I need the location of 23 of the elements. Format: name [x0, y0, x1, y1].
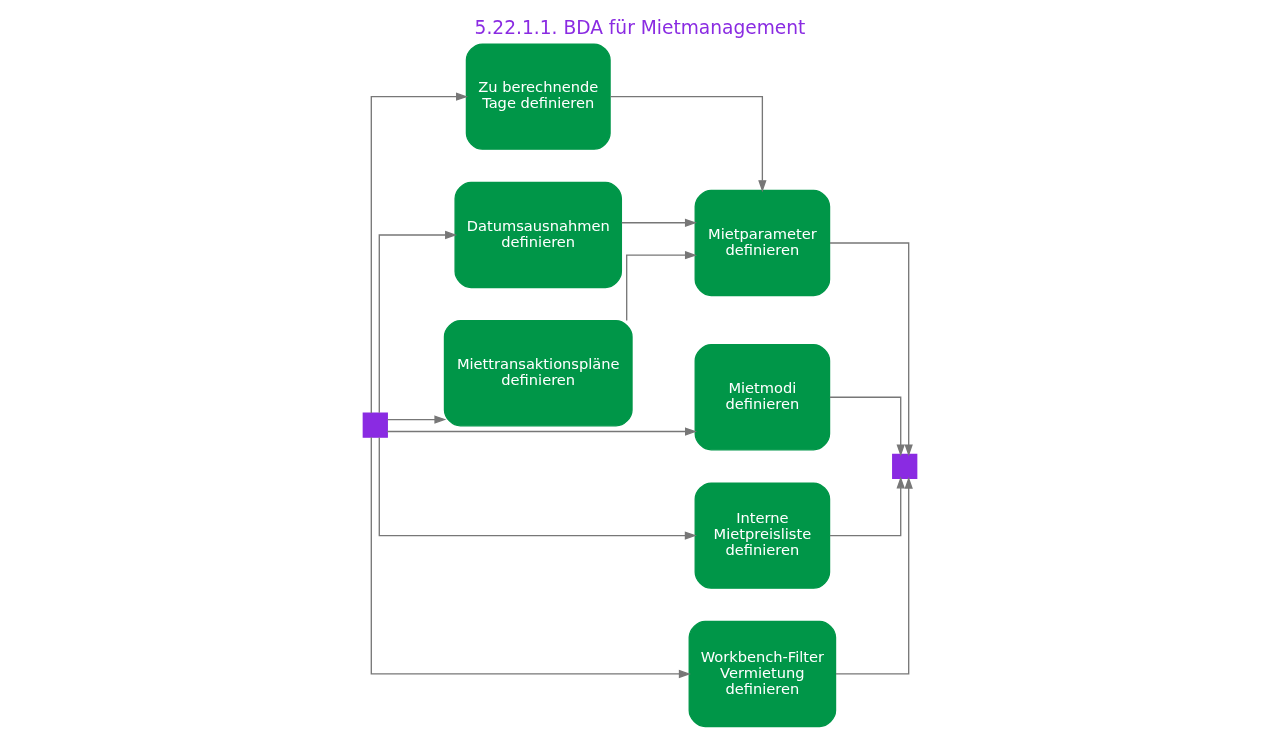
- arrow: [621, 218, 697, 227]
- node-box: Mietmodi definieren: [694, 344, 831, 451]
- arrow: [609, 96, 767, 193]
- arrow: [370, 436, 691, 679]
- arrow: [378, 230, 458, 414]
- diagram-title: 5.22.1.1. BDA für Mietmanagement: [474, 16, 806, 38]
- node-box: Mietparameter definieren: [694, 189, 831, 297]
- arrow: [829, 242, 913, 457]
- node-box: Zu berechnende Tage definieren: [465, 43, 611, 150]
- arrow: [835, 476, 913, 675]
- arrow: [386, 415, 447, 424]
- node-box: Workbench-Filter Vermietung definieren: [688, 620, 837, 728]
- arrow: [829, 476, 905, 537]
- node-box: Datumsausnahmen definieren: [454, 181, 623, 289]
- arrow: [386, 427, 697, 436]
- arrow: [370, 92, 468, 414]
- node-box: [362, 412, 388, 438]
- arrow: [829, 396, 905, 457]
- node-box: Miettransaktionspläne definieren: [443, 320, 633, 427]
- node-box: Interne Mietpreisliste definieren: [694, 482, 831, 589]
- arrow: [378, 436, 697, 540]
- node-box: [892, 453, 918, 480]
- arrow: [626, 250, 697, 322]
